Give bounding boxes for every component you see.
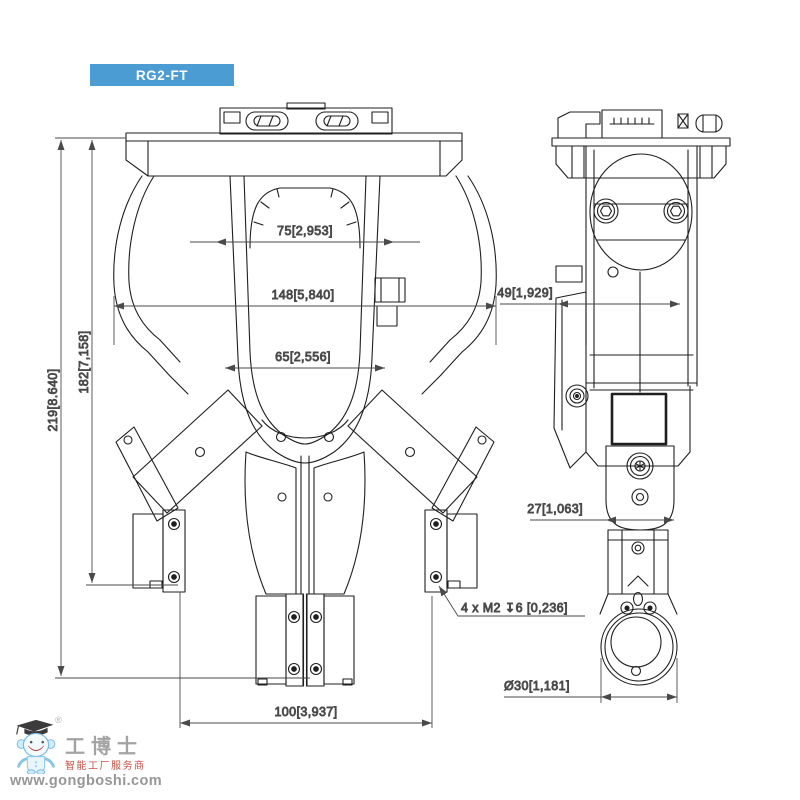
watermark-brand: 工博士 [65,734,143,758]
dim-width-inner: 65[2,556] [275,350,331,364]
dim-height-body: 182[7,158] [77,330,91,393]
registered-mark: ® [55,715,62,725]
dim-width-top: 75[2,953] [277,224,333,238]
dim-width-overall: 148[5,840] [271,288,334,302]
dim-tip-diameter: Ø30[1,181] [504,679,570,693]
dim-side-depth: 49[1,929] [497,286,553,300]
watermark-tagline: 智能工厂服务商 [65,761,146,772]
side-view-drawing [551,109,731,686]
front-view-drawing [113,102,497,687]
dim-height-overall: 219[8.640] [46,368,60,431]
watermark-logo: ® 工博士 智能工厂服务商 www.gongboshi.com [8,712,188,796]
product-badge: RG2-FT [90,64,234,86]
dim-thread-callout: 4 x M2 ↧6 [0,236] [461,601,568,615]
dim-bracket-width: 27[1,063] [527,502,583,516]
watermark-url: www.gongboshi.com [10,773,163,789]
dim-finger-span: 100[3,937] [274,705,337,719]
mascot-icon [16,719,56,774]
dimension-annotations: 219[8.640] 182[7,158] 75[2,953] 148[5,84… [46,137,680,728]
